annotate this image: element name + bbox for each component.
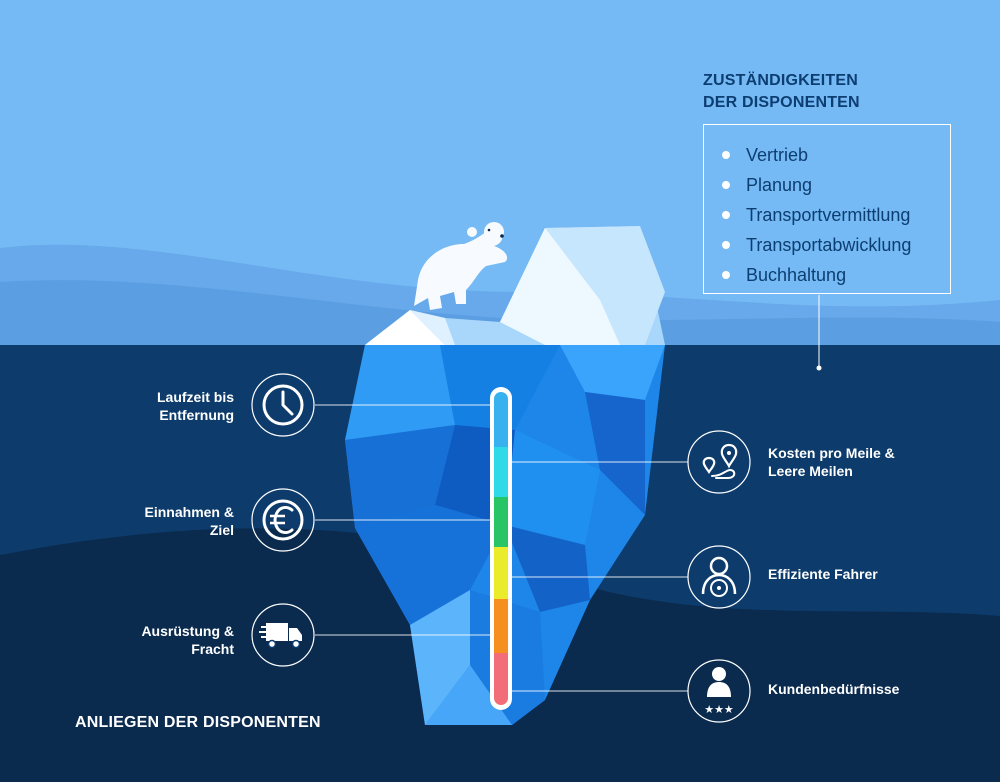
label-einnahmen: Einnahmen & Ziel <box>145 503 234 539</box>
priority-gauge <box>490 387 512 710</box>
sky-wave-front <box>0 280 1000 345</box>
duty-item: Vertrieb <box>722 140 950 170</box>
duties-box: Vertrieb Planung Transportvermittlung Tr… <box>703 124 951 294</box>
label-ausruestung: Ausrüstung & Fracht <box>141 622 234 658</box>
duty-item: Planung <box>722 170 950 200</box>
gauge-segment-yellow <box>494 547 508 599</box>
right-connectors <box>510 461 688 692</box>
duty-item: Transportabwicklung <box>722 230 950 260</box>
driver-icon <box>687 545 751 609</box>
iceberg-above-water <box>365 226 665 345</box>
truck-icon <box>251 603 315 667</box>
gauge-segment-orange <box>494 599 508 653</box>
label-einnahmen-line2: Ziel <box>209 522 234 538</box>
customer-rating-icon: ★★★ <box>687 659 751 723</box>
label-laufzeit: Laufzeit bis Entfernung <box>157 388 234 424</box>
label-kosten-line2: Leere Meilen <box>768 463 853 479</box>
label-fahrer-line1: Effiziente Fahrer <box>768 566 878 582</box>
duties-title-line2: DER DISPONENTEN <box>703 94 860 111</box>
label-kosten-line1: Kosten pro Meile & <box>768 445 895 461</box>
label-laufzeit-line2: Entfernung <box>159 407 234 423</box>
label-kunden-line1: Kundenbedürfnisse <box>768 681 900 697</box>
duties-title-line1: ZUSTÄNDIGKEITEN <box>703 72 858 89</box>
gauge-segment-blue <box>494 392 508 447</box>
label-laufzeit-line1: Laufzeit bis <box>156 389 234 405</box>
gauge-segment-green <box>494 497 508 547</box>
duties-title: ZUSTÄNDIGKEITEN DER DISPONENTEN <box>703 70 860 114</box>
euro-icon <box>251 488 315 552</box>
duty-item: Buchhaltung <box>722 260 950 290</box>
duties-pointer-dot <box>816 365 822 371</box>
duties-list: Vertrieb Planung Transportvermittlung Tr… <box>704 125 950 290</box>
left-connectors <box>315 404 492 636</box>
label-ausruestung-line1: Ausrüstung & <box>141 623 234 639</box>
duty-item: Transportvermittlung <box>722 200 950 230</box>
svg-text:★★★: ★★★ <box>704 703 734 716</box>
label-kosten: Kosten pro Meile & Leere Meilen <box>768 444 895 480</box>
concerns-title: ANLIEGEN DER DISPONENTEN <box>75 714 321 731</box>
label-ausruestung-line2: Fracht <box>191 641 234 657</box>
gauge-segment-cyan <box>494 447 508 497</box>
label-kunden: Kundenbedürfnisse <box>768 680 899 698</box>
clock-icon <box>251 373 315 437</box>
label-fahrer: Effiziente Fahrer <box>768 565 878 583</box>
label-einnahmen-line1: Einnahmen & <box>144 504 234 520</box>
polar-bear-illustration <box>414 222 508 310</box>
route-icon <box>687 430 751 494</box>
gauge-segment-red <box>494 653 508 705</box>
